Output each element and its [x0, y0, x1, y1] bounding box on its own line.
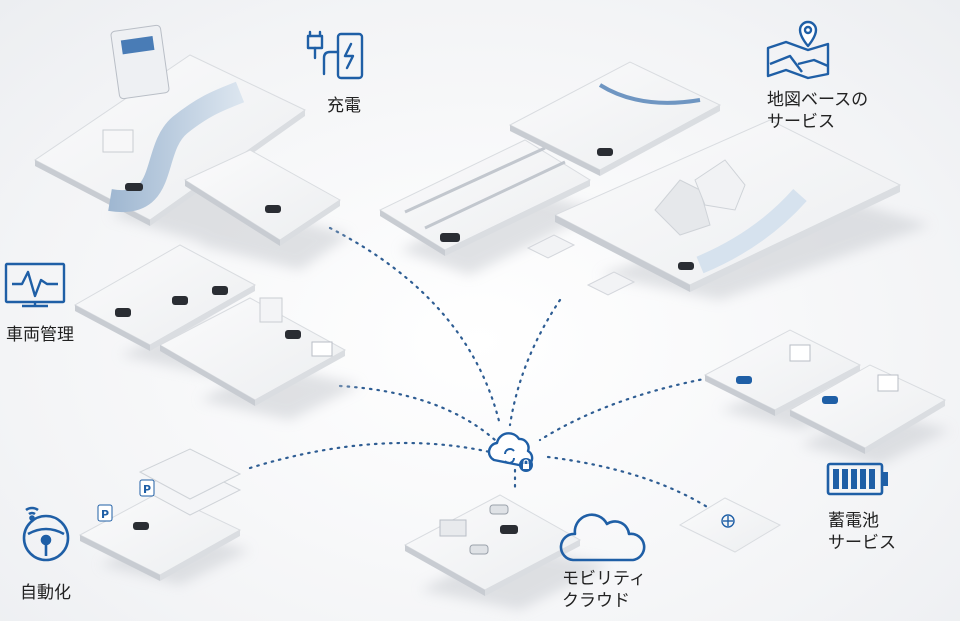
label-autonomous: 自動化	[20, 582, 71, 604]
cloud-sync-lock-icon	[489, 433, 533, 472]
connector-autonomous	[250, 443, 490, 468]
label-mobility-cloud-line-2: クラウド	[562, 590, 646, 612]
svg-text:P: P	[101, 508, 109, 521]
label-battery-line-2: サービス	[828, 532, 896, 554]
label-battery-line-1: 蓄電池	[828, 510, 896, 532]
label-fleet-line-1: 車両管理	[6, 324, 74, 346]
label-battery: 蓄電池 サービス	[828, 510, 896, 554]
charging-station-icon	[308, 32, 362, 78]
connector-map	[510, 300, 560, 425]
svg-text:P: P	[143, 483, 151, 496]
label-map-services: 地図ベースの サービス	[767, 89, 868, 133]
battery-tile-empty	[680, 498, 780, 552]
label-map-services-line-2: サービス	[767, 111, 868, 133]
label-charging-line-1: 充電	[327, 95, 361, 117]
connector-battery-down	[548, 457, 712, 510]
label-mobility-cloud-line-1: モビリティ	[562, 568, 646, 590]
monitor-pulse-icon	[6, 264, 64, 306]
label-charging: 充電	[327, 95, 361, 117]
label-fleet: 車両管理	[6, 324, 74, 346]
label-map-services-line-1: 地図ベースの	[767, 89, 868, 111]
connector-fleet	[340, 386, 495, 440]
battery-icon	[828, 464, 888, 494]
label-autonomous-line-1: 自動化	[20, 582, 71, 604]
steering-wheel-icon	[24, 508, 68, 560]
label-mobility-cloud: モビリティ クラウド	[562, 568, 646, 612]
map-pin-icon	[768, 22, 828, 78]
